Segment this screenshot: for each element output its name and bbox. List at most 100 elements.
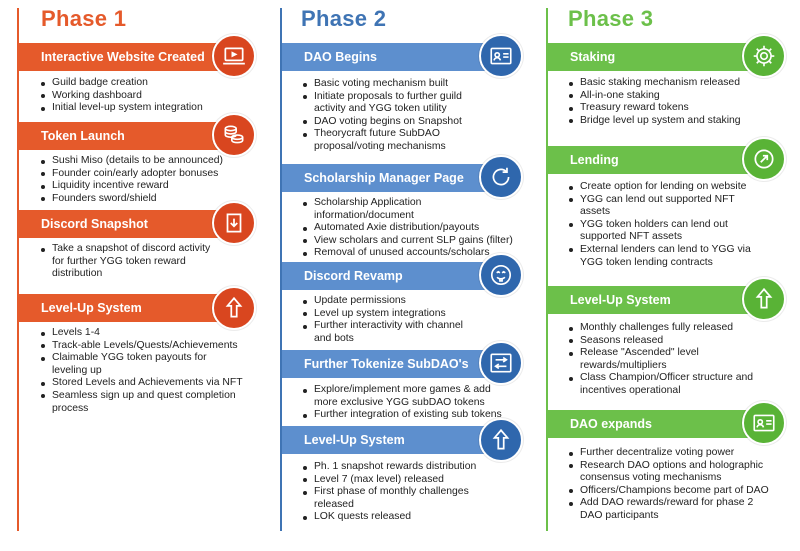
phase-1-column: Phase 1 xyxy=(17,0,262,551)
id-card-icon xyxy=(742,401,786,445)
emoji-icon xyxy=(479,253,523,297)
list-item: Class Champion/Officer structure and xyxy=(568,372,788,385)
phase-3-section-banner: Level-Up System xyxy=(548,286,770,314)
list-item: process xyxy=(52,402,89,414)
phase-2-section-banner: DAO Begins xyxy=(282,43,502,71)
phase-3-column: Phase 3 xyxy=(546,0,796,551)
list-item: Founder coin/early adopter bonuses xyxy=(40,168,255,181)
list-item: External lenders can lend to YGG via xyxy=(568,244,788,257)
list-item: DAO participants xyxy=(580,509,659,521)
refresh-icon xyxy=(479,155,523,199)
laptop-icon xyxy=(212,34,256,78)
transfer-arrows-icon xyxy=(479,341,523,385)
list-item: Seasons released xyxy=(568,335,788,348)
list-item: Ph. 1 snapshot rewards distribution xyxy=(302,461,517,474)
list-item: Liquidity incentive reward xyxy=(40,180,255,193)
list-item: All-in-one staking xyxy=(568,90,788,103)
list-item: Seamless sign up and quest completion xyxy=(40,390,255,403)
section-title: Level-Up System xyxy=(41,301,142,315)
gear-icon xyxy=(742,34,786,78)
list-item: activity and YGG token utility xyxy=(314,103,447,115)
phase-2-section-5-list: Ph. 1 snapshot rewards distribution Leve… xyxy=(302,461,517,524)
list-item: Explore/implement more games & add xyxy=(302,384,517,397)
phase-3-section-3-list: Monthly challenges fully released Season… xyxy=(568,322,788,398)
phase-3-section-banner: Staking xyxy=(548,43,770,71)
up-arrow-icon xyxy=(742,277,786,321)
phase-1-section-1-list: Guild badge creation Working dashboard I… xyxy=(40,77,250,115)
phase-2-section-banner: Further Tokenize SubDAO's xyxy=(282,350,502,378)
list-item: incentives operational xyxy=(580,384,681,396)
list-item: Bridge level up system and staking xyxy=(568,115,788,128)
list-item: YGG token lending contracts xyxy=(580,256,713,268)
list-item: YGG can lend out supported NFT xyxy=(568,194,788,207)
list-item: Basic voting mechanism built xyxy=(302,78,517,91)
download-icon xyxy=(212,201,256,245)
phase-2-section-banner: Level-Up System xyxy=(282,426,502,454)
phase-3-timeline-line xyxy=(546,8,548,531)
section-title: Staking xyxy=(570,50,616,64)
phase-2-timeline-line xyxy=(280,8,282,531)
list-item: proposal/voting mechanisms xyxy=(314,140,446,152)
list-item: Levels 1-4 xyxy=(40,327,255,340)
phase-1-section-3-list: Take a snapshot of discord activity for … xyxy=(40,243,255,281)
list-item: DAO voting begins on Snapshot xyxy=(302,116,517,129)
list-item: Release "Ascended" level xyxy=(568,347,788,360)
phase-2-section-1-list: Basic voting mechanism built Initiate pr… xyxy=(302,78,517,154)
list-item: supported NFT assets xyxy=(580,231,683,243)
phase-2-section-3-list: Update permissions Level up system integ… xyxy=(302,295,517,345)
list-item: for further YGG token reward xyxy=(52,255,186,267)
section-title: Scholarship Manager Page xyxy=(304,171,464,185)
list-item: Stored Levels and Achievements via NFT xyxy=(40,377,255,390)
list-item: YGG token holders can lend out xyxy=(568,219,788,232)
list-item: Basic staking mechanism released xyxy=(568,77,788,90)
list-item: Sushi Miso (details to be announced) xyxy=(40,155,255,168)
phase-1-timeline-line xyxy=(17,8,19,531)
list-item: Working dashboard xyxy=(40,90,250,103)
section-title: Further Tokenize SubDAO's xyxy=(304,357,469,371)
phase-3-title: Phase 3 xyxy=(568,6,654,31)
list-item: Further integration of existing sub toke… xyxy=(302,409,517,422)
phase-3-section-1-list: Basic staking mechanism released All-in-… xyxy=(568,77,788,127)
list-item: rewards/multipliers xyxy=(580,359,667,371)
list-item: consensus voting mechanisms xyxy=(580,472,722,484)
list-item: Research DAO options and holographic xyxy=(568,460,788,473)
phase-1-section-2-list: Sushi Miso (details to be announced) Fou… xyxy=(40,155,255,205)
coins-icon xyxy=(212,113,256,157)
section-title: Discord Snapshot xyxy=(41,217,148,231)
list-item: more exclusive YGG subDAO tokens xyxy=(314,396,485,408)
list-item: Removal of unused accounts/scholars xyxy=(302,247,517,260)
phase-1-title: Phase 1 xyxy=(41,6,127,31)
id-card-icon xyxy=(479,34,523,78)
phase-3-section-4-list: Further decentralize voting power Resear… xyxy=(568,447,788,523)
list-item: released xyxy=(314,498,354,510)
list-item: Initiate proposals to further guild xyxy=(302,91,517,104)
lending-icon xyxy=(742,137,786,181)
phase-2-section-banner: Scholarship Manager Page xyxy=(282,164,502,192)
list-item: Claimable YGG token payouts for xyxy=(40,352,255,365)
list-item: Add DAO rewards/reward for phase 2 xyxy=(568,497,788,510)
section-title: Level-Up System xyxy=(570,293,671,307)
list-item: Level 7 (max level) released xyxy=(302,474,517,487)
list-item: Monthly challenges fully released xyxy=(568,322,788,335)
list-item: Guild badge creation xyxy=(40,77,250,90)
list-item: distribution xyxy=(52,268,103,280)
section-title: DAO Begins xyxy=(304,50,377,64)
phase-3-section-2-list: Create option for lending on website YGG… xyxy=(568,181,788,269)
phase-1-section-banner: Token Launch xyxy=(19,122,241,150)
list-item: Scholarship Application xyxy=(302,197,517,210)
section-title: Lending xyxy=(570,153,619,167)
list-item: Track-able Levels/Quests/Achievements xyxy=(40,340,255,353)
up-arrow-icon xyxy=(212,286,256,330)
list-item: Theorycraft future SubDAO xyxy=(302,128,517,141)
list-item: Level up system integrations xyxy=(302,308,517,321)
list-item: LOK quests released xyxy=(302,511,517,524)
list-item: leveling up xyxy=(52,364,102,376)
phase-1-section-4-list: Levels 1-4 Track-able Levels/Quests/Achi… xyxy=(40,327,255,415)
phase-3-section-banner: Lending xyxy=(548,146,770,174)
list-item: Further interactivity with channel xyxy=(302,320,517,333)
list-item: First phase of monthly challenges xyxy=(302,486,517,499)
section-title: Discord Revamp xyxy=(304,269,403,283)
phase-2-section-banner: Discord Revamp xyxy=(282,262,502,290)
phase-2-column: Phase 2 xyxy=(280,0,525,551)
list-item: Further decentralize voting power xyxy=(568,447,788,460)
